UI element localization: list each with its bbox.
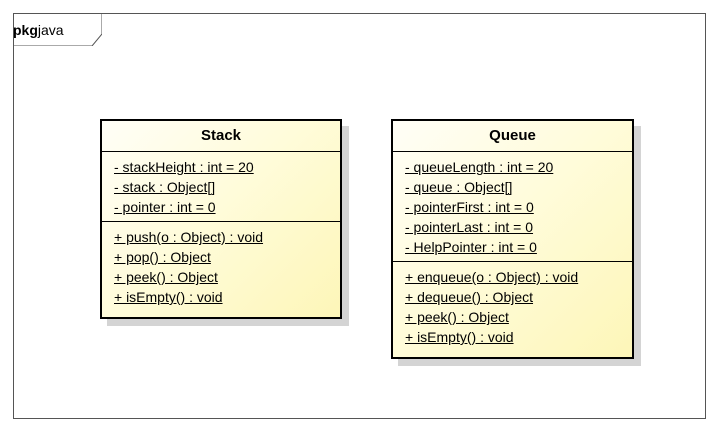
attributes-compartment: - queueLength : int = 20 - queue : Objec… [393,152,632,262]
package-tab [13,13,102,46]
operations-compartment: + push(o : Object) : void + pop() : Obje… [102,222,340,311]
operation: + isEmpty() : void [405,329,514,345]
class-stack[interactable]: Stack - stackHeight : int = 20 - stack :… [100,119,342,319]
operation: + peek() : Object [405,309,509,325]
class-queue[interactable]: Queue - queueLength : int = 20 - queue :… [391,119,634,359]
package-keyword: pkg [13,22,38,38]
attribute: - HelpPointer : int = 0 [405,239,537,255]
operation: + push(o : Object) : void [114,229,264,245]
operation: + isEmpty() : void [114,289,223,305]
attribute: - pointer : int = 0 [114,199,216,215]
package-name: java [37,22,64,38]
operation: + peek() : Object [114,269,218,285]
attribute: - pointerLast : int = 0 [405,219,534,235]
attribute: - stack : Object[] [114,179,216,195]
operation: + dequeue() : Object [405,289,534,305]
class-name: Stack [102,121,340,152]
attribute: - pointerFirst : int = 0 [405,199,534,215]
operation: + enqueue(o : Object) : void [405,269,579,285]
attributes-compartment: - stackHeight : int = 20 - stack : Objec… [102,152,340,222]
attribute: - stackHeight : int = 20 [114,159,254,175]
class-name: Queue [393,121,632,152]
operation: + pop() : Object [114,249,211,265]
package-label: pkgjava [13,22,64,38]
attribute: - queueLength : int = 20 [405,159,554,175]
package-frame [13,13,706,419]
operations-compartment: + enqueue(o : Object) : void + dequeue()… [393,262,632,351]
attribute: - queue : Object[] [405,179,513,195]
